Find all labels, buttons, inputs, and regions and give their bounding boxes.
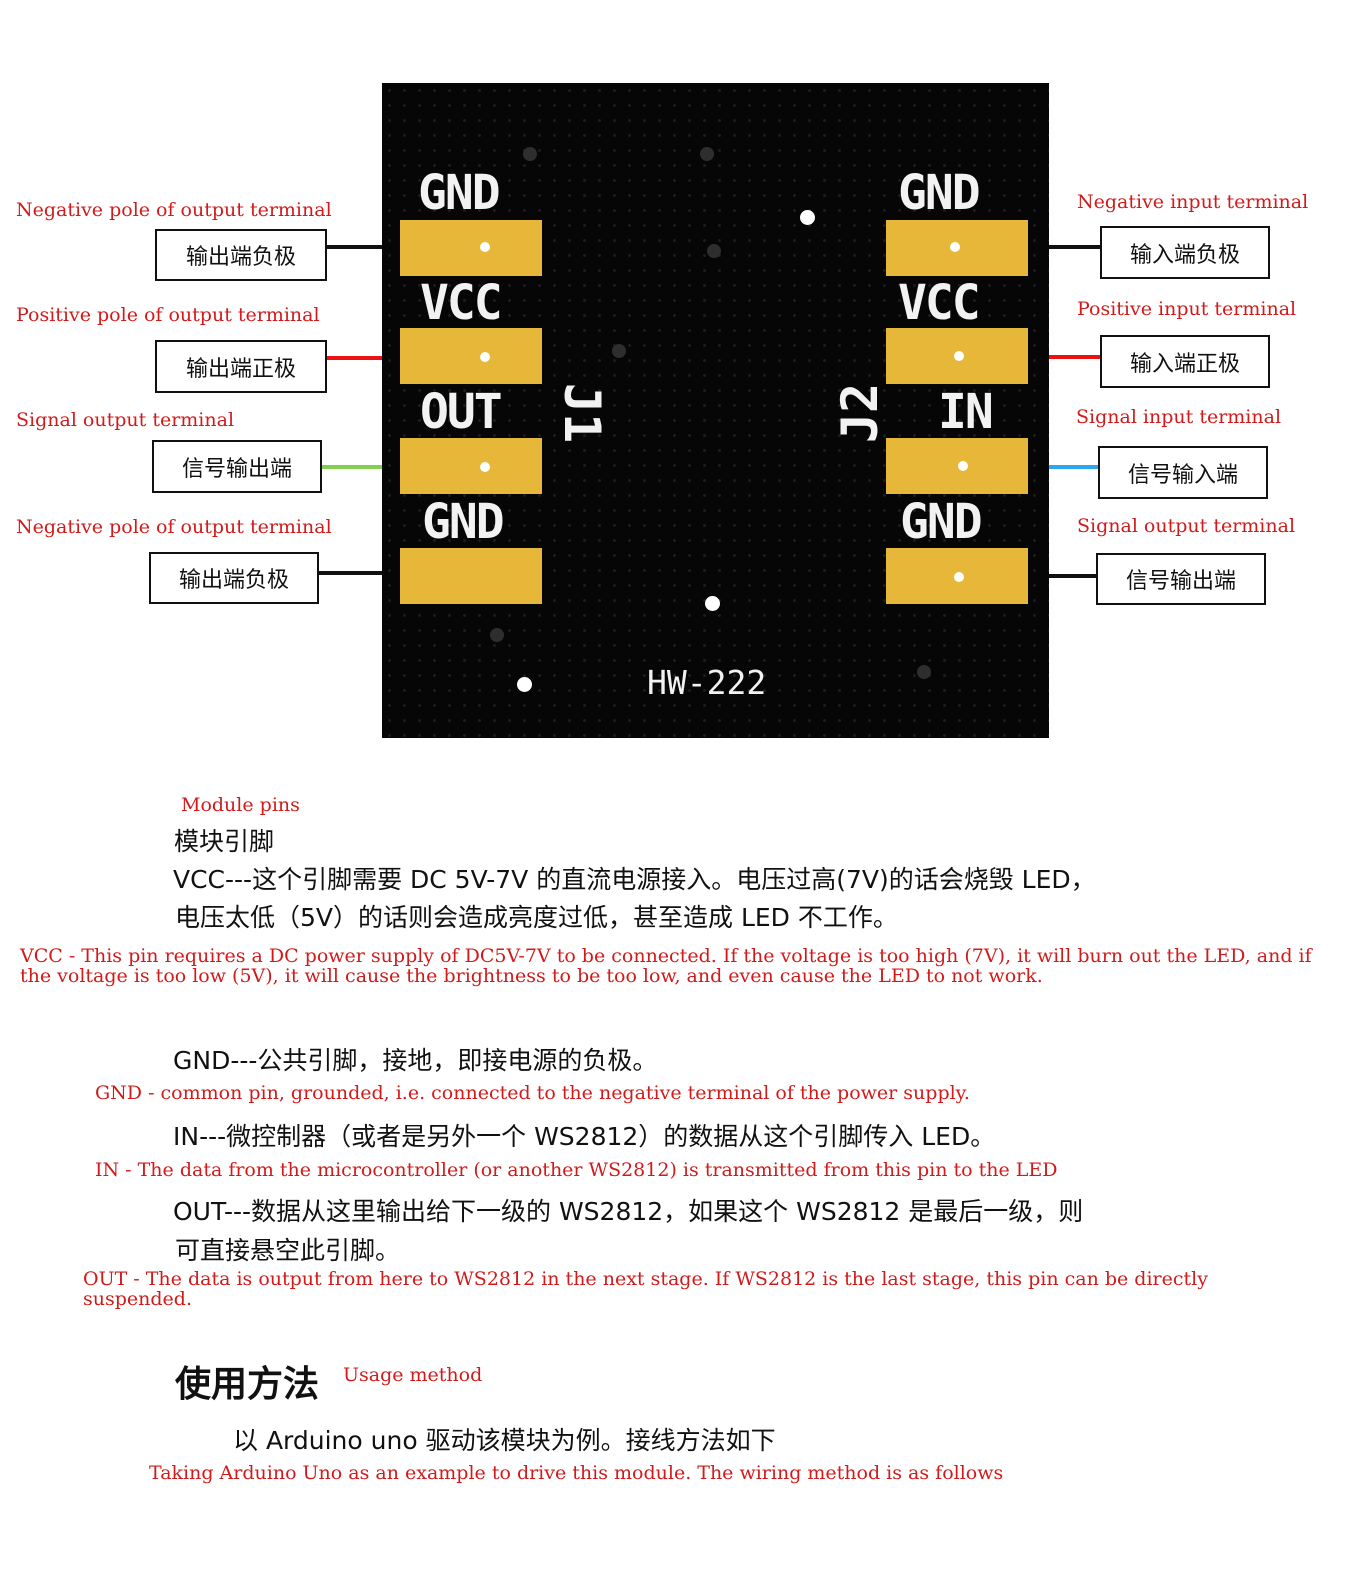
j1-pad-4 (400, 548, 542, 604)
via-white (800, 210, 815, 225)
out-cn-line-2: 可直接悬空此引脚。 (175, 1236, 401, 1265)
left-pin-1-en: Negative pole of output terminal (16, 199, 332, 221)
pad-hole (480, 462, 490, 472)
j2-label-gnd: GND (898, 165, 981, 221)
pcb-board: GND VCC OUT GND GND VCC IN GND J1 J2 HW-… (382, 83, 1049, 738)
right-pin-1-en: Negative input terminal (1077, 191, 1309, 213)
board-model-label: HW-222 (647, 663, 767, 702)
via-dim (707, 244, 721, 258)
j2-pad-2 (886, 328, 1028, 384)
left-pin-2-en: Positive pole of output terminal (16, 304, 320, 326)
j2-label-in: IN (938, 384, 994, 440)
right-pin-1-box: 输入端负极 (1100, 226, 1270, 279)
via-white (705, 596, 720, 611)
usage-heading-cn: 使用方法 (175, 1364, 320, 1405)
gnd-en: GND - common pin, grounded, i.e. connect… (95, 1082, 970, 1104)
arduino-en: Taking Arduino Uno as an example to driv… (149, 1462, 1004, 1484)
via-dim (700, 147, 714, 161)
j2-pad-4 (886, 548, 1028, 604)
left-pin-1-box: 输出端负极 (155, 229, 327, 281)
right-pin-2-en: Positive input terminal (1077, 298, 1297, 320)
vcc-cn-line-2: 电压太低（5V）的话则会造成亮度过低，甚至造成 LED 不工作。 (175, 903, 898, 932)
left-pin-4-box: 输出端负极 (149, 552, 319, 604)
j1-pad-1 (400, 220, 542, 276)
out-cn-line-1: OUT---数据从这里输出给下一级的 WS2812，如果这个 WS2812 是最… (173, 1197, 1084, 1226)
j1-label-gnd: GND (418, 165, 501, 221)
gnd-cn: GND---公共引脚，接地，即接电源的负极。 (173, 1046, 658, 1075)
j1-label-out: OUT (420, 384, 503, 440)
usage-heading-en: Usage method (343, 1364, 483, 1386)
pad-hole (954, 351, 964, 361)
left-pin-2-box: 输出端正极 (155, 340, 327, 393)
j1-label-gnd-2: GND (422, 494, 505, 550)
j1-designator: J1 (553, 382, 612, 444)
out-en: OUT - The data is output from here to WS… (83, 1268, 1208, 1310)
j1-pad-2 (400, 328, 542, 384)
pad-hole (480, 242, 490, 252)
right-pin-4-box: 信号输出端 (1096, 553, 1266, 605)
pad-hole (480, 352, 490, 362)
j2-pad-3 (886, 438, 1028, 494)
left-pin-3-en: Signal output terminal (16, 409, 235, 431)
in-cn: IN---微控制器（或者是另外一个 WS2812）的数据从这个引脚传入 LED。 (173, 1122, 996, 1151)
in-en: IN - The data from the microcontroller (… (95, 1159, 1058, 1181)
right-pin-4-en: Signal output terminal (1077, 515, 1296, 537)
left-pin-4-en: Negative pole of output terminal (16, 516, 332, 538)
j2-label-vcc: VCC (898, 275, 981, 331)
right-pin-3-en: Signal input terminal (1076, 406, 1282, 428)
vcc-en: VCC - This pin requires a DC power suppl… (20, 945, 1312, 987)
j1-pad-3 (400, 438, 542, 494)
left-pin-3-box: 信号输出端 (152, 440, 322, 493)
module-pins-en: Module pins (181, 794, 300, 816)
right-pin-3-box: 信号输入端 (1098, 446, 1268, 499)
via-dim (523, 147, 537, 161)
pad-hole (954, 572, 964, 582)
via-dim (917, 665, 931, 679)
pad-hole (950, 242, 960, 252)
j1-label-vcc: VCC (420, 275, 503, 331)
j2-pad-1 (886, 220, 1028, 276)
j2-designator: J2 (831, 382, 890, 444)
j2-label-gnd-2: GND (900, 494, 983, 550)
arduino-cn: 以 Arduino uno 驱动该模块为例。接线方法如下 (233, 1426, 776, 1455)
pad-hole (958, 461, 968, 471)
via-white (517, 677, 532, 692)
right-pin-2-box: 输入端正极 (1100, 335, 1270, 388)
vcc-cn-line-1: VCC---这个引脚需要 DC 5V-7V 的直流电源接入。电压过高(7V)的话… (173, 865, 1096, 894)
via-dim (612, 344, 626, 358)
module-pins-cn: 模块引脚 (174, 827, 275, 856)
via-dim (490, 628, 504, 642)
